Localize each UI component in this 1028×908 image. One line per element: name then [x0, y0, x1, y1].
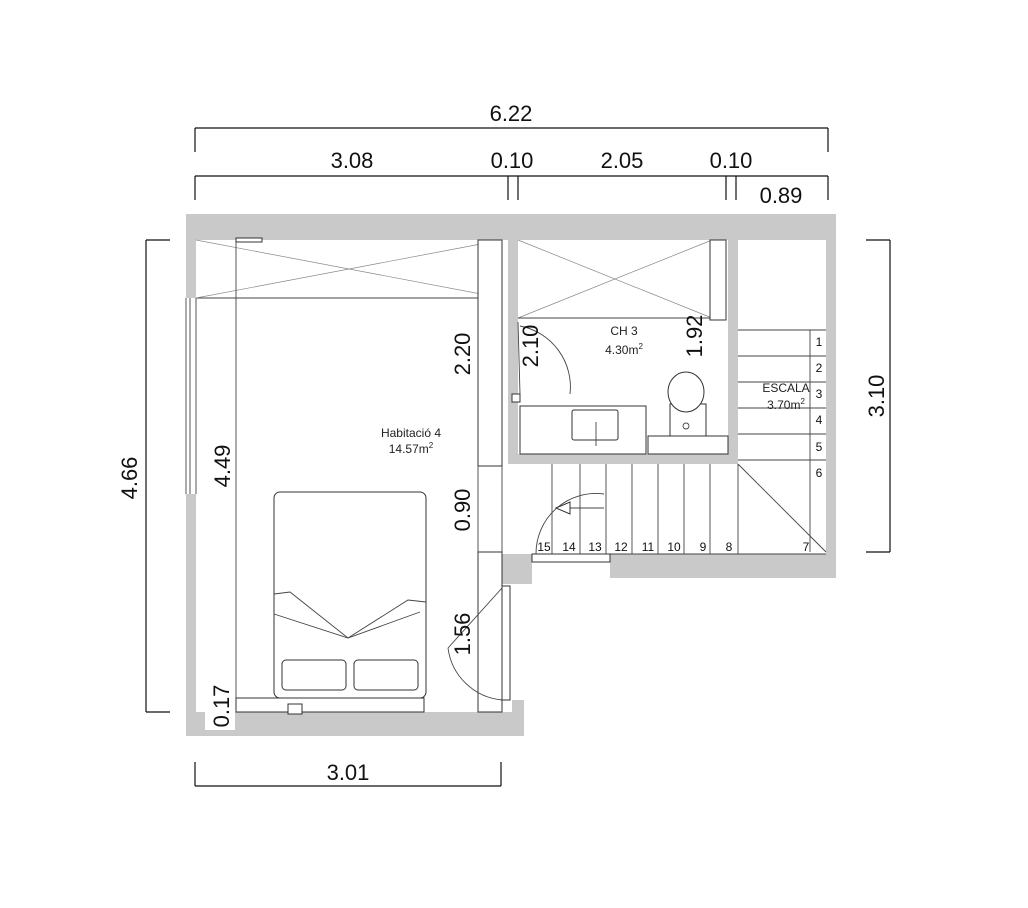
walls [186, 214, 836, 736]
bathroom [511, 239, 729, 455]
step-number: 3 [816, 387, 823, 401]
stairs-name: ESCALA [762, 381, 809, 395]
dim-door-height: 0.90 [450, 489, 475, 532]
step-number: 7 [803, 540, 810, 554]
dim-seg-wall2: 0.10 [710, 148, 753, 173]
dimension-labels: 6.22 3.08 0.10 2.05 0.10 0.89 4.66 4.49 … [117, 101, 889, 785]
dim-closet-height: 1.56 [450, 613, 475, 656]
dim-left-height: 4.66 [117, 457, 142, 500]
dim-seg-stair: 0.89 [760, 183, 803, 208]
bathroom-area: 4.30m2 [605, 342, 643, 357]
step-number: 8 [726, 540, 733, 554]
dim-room-height: 4.49 [210, 445, 235, 488]
dim-bath-height: 2.10 [518, 325, 543, 368]
step-number: 13 [588, 540, 602, 554]
bathroom-name: CH 3 [610, 324, 638, 338]
dimension-lines [145, 127, 891, 787]
dim-small-height: 0.17 [209, 685, 234, 728]
dim-window-height: 2.20 [450, 333, 475, 376]
step-number: 9 [700, 540, 707, 554]
bedroom-area: 14.57m2 [389, 441, 434, 456]
dim-total-width: 6.22 [490, 101, 533, 126]
stairs [531, 329, 827, 563]
dim-seg-left: 3.08 [331, 148, 374, 173]
dim-bottom-width: 3.01 [327, 760, 370, 785]
step-number: 1 [816, 335, 823, 349]
step-number: 12 [614, 540, 628, 554]
step-number: 11 [642, 540, 655, 554]
step-number: 6 [816, 466, 823, 480]
room-labels: Habitació 4 14.57m2 CH 3 4.30m2 ESCALA 3… [381, 324, 810, 456]
bedroom [185, 237, 511, 730]
dim-bath-depth: 1.92 [682, 315, 707, 358]
step-number: 5 [816, 440, 823, 454]
step-number: 14 [562, 540, 576, 554]
dim-stair-height: 3.10 [864, 375, 889, 418]
step-number: 15 [537, 540, 551, 554]
step-number: 10 [667, 540, 681, 554]
dim-seg-wall1: 0.10 [491, 148, 534, 173]
dim-seg-bath: 2.05 [601, 148, 644, 173]
step-number: 4 [816, 413, 823, 427]
step-number: 2 [816, 361, 823, 375]
stairs-area: 3.70m2 [767, 397, 805, 412]
step-numbers: 1 2 3 4 5 6 15 14 13 12 11 10 9 8 7 [537, 335, 822, 554]
bedroom-name: Habitació 4 [381, 426, 441, 440]
